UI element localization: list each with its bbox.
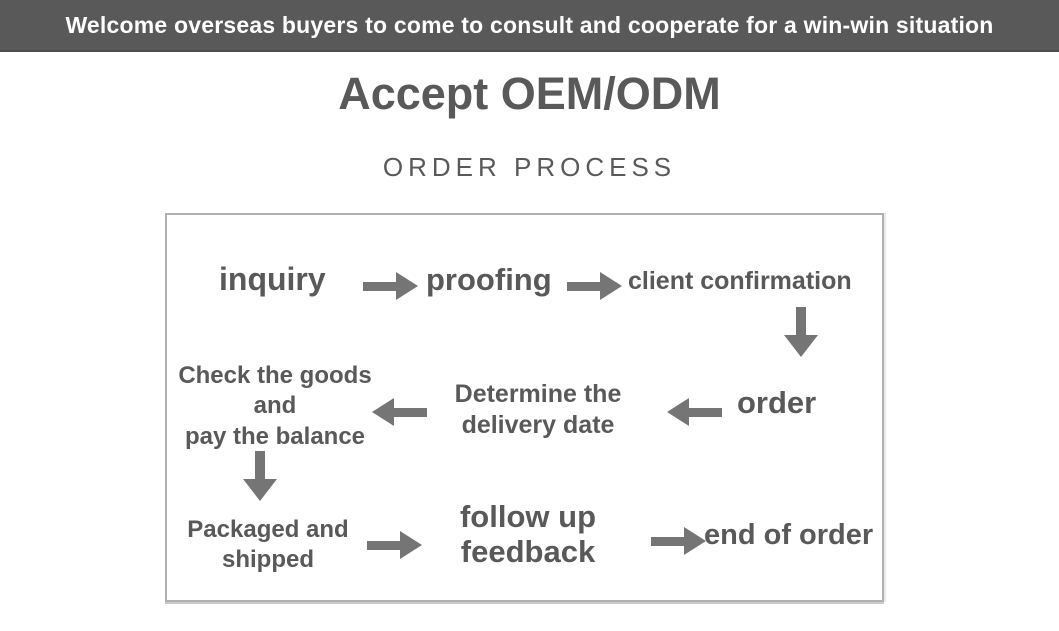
step-client-confirmation: client confirmation bbox=[628, 267, 852, 295]
step-determine-delivery-date: Determine the delivery date bbox=[454, 380, 622, 439]
arrow-shaft bbox=[363, 281, 396, 291]
step-end-of-order: end of order bbox=[704, 519, 874, 551]
arrow-head bbox=[243, 479, 277, 501]
arrow-shaft bbox=[651, 536, 684, 546]
arrow-right-icon bbox=[363, 272, 418, 300]
order-process-diagram: inquiry proofing client confirmation ord… bbox=[165, 213, 884, 602]
step-inquiry: inquiry bbox=[219, 261, 326, 297]
step-order: order bbox=[737, 385, 817, 420]
arrow-right-icon bbox=[651, 527, 706, 555]
arrow-shaft bbox=[367, 540, 400, 550]
arrow-head bbox=[667, 398, 689, 426]
arrow-shaft bbox=[255, 451, 265, 479]
arrow-left-icon bbox=[667, 398, 722, 426]
step-packaged-shipped: Packaged and shipped bbox=[187, 516, 349, 573]
step-check-goods-pay-balance: Check the goods and pay the balance bbox=[178, 362, 372, 450]
order-process-heading: ORDER PROCESS bbox=[382, 152, 677, 182]
arrow-right-icon bbox=[367, 531, 422, 559]
page-title: Accept OEM/ODM bbox=[338, 68, 721, 119]
welcome-banner: Welcome overseas buyers to come to consu… bbox=[0, 0, 1059, 52]
arrow-head bbox=[372, 398, 394, 426]
arrow-right-icon bbox=[567, 272, 622, 300]
step-proofing: proofing bbox=[426, 262, 552, 297]
arrow-head bbox=[784, 335, 818, 357]
arrow-down-icon bbox=[243, 451, 277, 501]
arrow-shaft bbox=[567, 281, 600, 291]
arrow-down-icon bbox=[784, 307, 818, 357]
arrow-head bbox=[684, 527, 706, 555]
arrow-head bbox=[600, 272, 622, 300]
arrow-shaft bbox=[394, 407, 427, 417]
arrow-head bbox=[400, 531, 422, 559]
arrow-shaft bbox=[796, 307, 806, 335]
arrow-left-icon bbox=[372, 398, 427, 426]
arrow-shaft bbox=[689, 407, 722, 417]
step-follow-up-feedback: follow up feedback bbox=[459, 499, 597, 569]
arrow-head bbox=[396, 272, 418, 300]
